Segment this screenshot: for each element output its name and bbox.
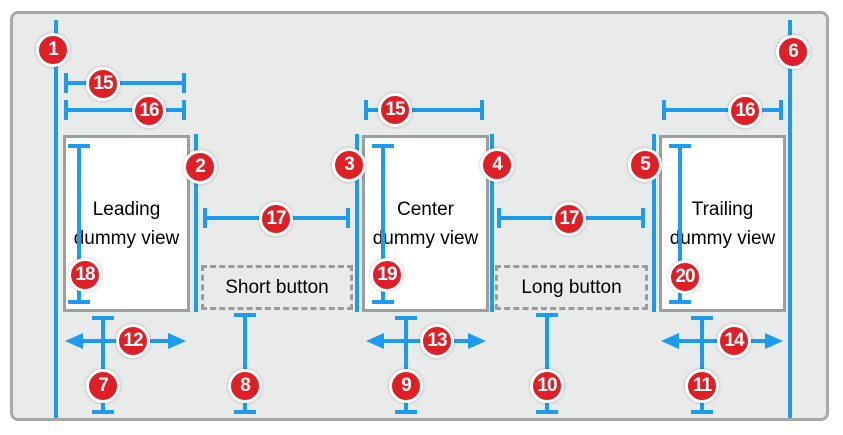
constraint-marker-6: 6 [776, 35, 810, 69]
constraint-marker-13: 13 [420, 324, 454, 358]
bottom-dimension-8 [234, 313, 256, 414]
width-dimension-16-left [64, 100, 186, 120]
constraint-marker-18: 18 [68, 258, 102, 292]
constraint-marker-10: 10 [530, 369, 564, 403]
constraint-marker-9: 9 [389, 369, 423, 403]
marker-2-number: 2 [195, 156, 206, 177]
bottom-dimension-10 [536, 313, 558, 414]
center-view-trailing-edge-line [490, 134, 494, 312]
constraint-marker-2: 2 [183, 150, 217, 184]
constraint-marker-11: 11 [685, 369, 719, 403]
center-view-leading-edge-line [355, 134, 359, 312]
marker-18-number: 18 [75, 264, 95, 285]
marker-13-number: 13 [427, 330, 447, 351]
marker-16-right-number: 16 [735, 100, 755, 121]
bottom-dimension-11 [691, 316, 713, 414]
marker-17-left-number: 17 [266, 208, 286, 229]
constraint-marker-17-right: 17 [552, 202, 586, 236]
marker-6-number: 6 [788, 41, 799, 62]
trailing-view-leading-edge-line [652, 134, 656, 312]
constraint-marker-20: 20 [668, 260, 702, 294]
marker-8-number: 8 [240, 375, 251, 396]
marker-1-number: 1 [48, 39, 59, 60]
center-dummy-view-label: Center dummy view [372, 198, 479, 249]
long-button-label: Long button [521, 276, 622, 298]
marker-5-number: 5 [640, 154, 651, 175]
height-dimension-18 [68, 144, 90, 304]
constraint-marker-17-left: 17 [259, 202, 293, 236]
marker-17-right-number: 17 [559, 208, 579, 229]
bottom-dimension-9 [395, 316, 417, 414]
bottom-dimension-7 [92, 316, 114, 414]
marker-20-number: 20 [675, 266, 695, 287]
marker-19-number: 19 [377, 264, 397, 285]
constraint-marker-8: 8 [228, 369, 262, 403]
constraint-marker-16-left: 16 [132, 94, 166, 128]
height-dimension-20 [669, 144, 691, 304]
constraint-marker-15-center: 15 [378, 93, 412, 127]
constraint-marker-7: 7 [86, 369, 120, 403]
constraint-marker-1: 1 [36, 33, 70, 67]
marker-16-left-number: 16 [139, 100, 159, 121]
width-dimension-16-right [662, 100, 783, 120]
width-dimension-15-left [64, 73, 186, 93]
constraint-marker-5: 5 [628, 148, 662, 182]
leading-view-trailing-edge-line [194, 134, 198, 312]
long-button: Long button [495, 265, 648, 310]
constraint-marker-19: 19 [370, 258, 404, 292]
marker-14-number: 14 [724, 330, 744, 351]
marker-15-left-number: 15 [93, 73, 113, 94]
short-button-label: Short button [225, 276, 329, 298]
marker-4-number: 4 [492, 154, 503, 175]
trailing-dummy-view-label: Trailing dummy view [669, 198, 776, 249]
leading-margin-guide-line [54, 20, 58, 418]
width-dimension-15-center [364, 100, 484, 120]
marker-3-number: 3 [344, 154, 355, 175]
leading-dummy-view-label: Leading dummy view [73, 198, 180, 249]
constraint-marker-12: 12 [116, 324, 150, 358]
marker-10-number: 10 [537, 375, 557, 396]
constraint-marker-14: 14 [717, 324, 751, 358]
marker-15-center-number: 15 [385, 99, 405, 120]
marker-9-number: 9 [401, 375, 412, 396]
constraint-marker-16-right: 16 [728, 94, 762, 128]
height-dimension-19 [372, 144, 394, 304]
trailing-margin-guide-line [788, 20, 792, 418]
short-button: Short button [201, 265, 353, 310]
marker-7-number: 7 [98, 375, 109, 396]
constraint-marker-4: 4 [480, 148, 514, 182]
constraint-marker-3: 3 [332, 148, 366, 182]
constraint-marker-15-left: 15 [86, 67, 120, 101]
marker-11-number: 11 [692, 375, 712, 396]
marker-12-number: 12 [123, 330, 143, 351]
